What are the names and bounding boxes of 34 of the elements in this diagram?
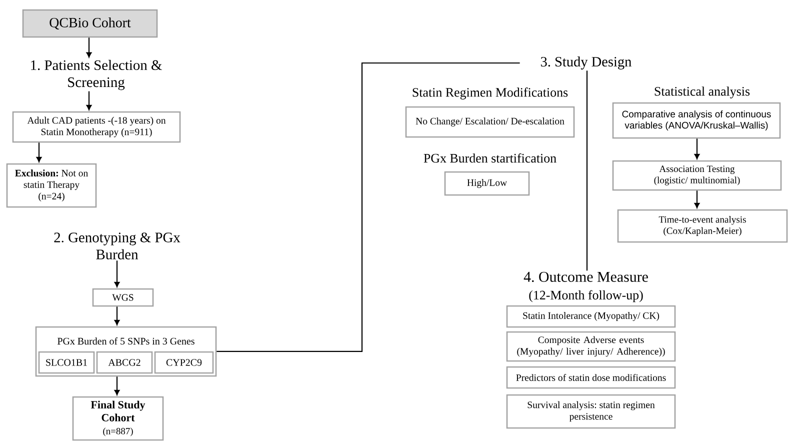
arrow (114, 260, 120, 288)
outcome-box: Statin Intolerance (Myopathy/ CK) (506, 305, 676, 328)
section-heading: 4. Outcome Measure (524, 272, 648, 282)
process-box: Adult CAD patients -(-18 years) on Statin Monotherapy (n=911) (12, 111, 181, 143)
option-box: No Change/ Escalation/ De-escalation (405, 106, 575, 138)
connector-line (216, 62, 520, 352)
outcome-box: Predictors of statin dose modifications (506, 366, 676, 389)
subsection-heading: Statin Regimen Modifications (412, 88, 568, 100)
process-box: WGS (92, 288, 154, 307)
subheading: (12-Month follow-up) (529, 290, 643, 302)
exclusion-box: Exclusion: Not on statin Therapy (n=24) (6, 163, 97, 208)
subsection-heading: PGx Burden startification (424, 153, 556, 163)
gene-box: SLCO1B1 (38, 351, 95, 374)
arrow (694, 138, 700, 160)
outcome-box: Composite Adverse events (Myopathy/ liver injury/ Adherence)) (506, 331, 676, 362)
arrow (694, 190, 700, 208)
section-heading: 1. Patients Selection & Screening (31, 60, 162, 90)
gene-box: ABCG2 (96, 351, 153, 374)
outcome-box: Survival analysis: statin regimen persistence (506, 394, 676, 429)
arrow (114, 376, 120, 396)
process-box: Association Testing (logistic/ multinomial) (612, 160, 782, 191)
arrow (86, 91, 92, 110)
arrow (86, 38, 92, 58)
arrow (114, 306, 120, 326)
process-box: Time-to-event analysis (Cox/Kaplan-Meier) (617, 209, 788, 243)
section-heading: 3. Study Design (540, 56, 632, 70)
option-box: High/Low (444, 171, 530, 196)
gene-box: CYP2C9 (154, 351, 214, 374)
connector-line (586, 70, 588, 271)
cohort-box: QCBio Cohort (22, 9, 158, 38)
section-heading: 2. Genotyping & PGx Burden (54, 232, 180, 260)
arrow (36, 142, 42, 162)
process-box: Comparative analysis of continuous variables (ANOVA/Kruskal–Wallis) (612, 102, 781, 139)
final-cohort-box: Final Study Cohort (n=887) (72, 396, 164, 441)
